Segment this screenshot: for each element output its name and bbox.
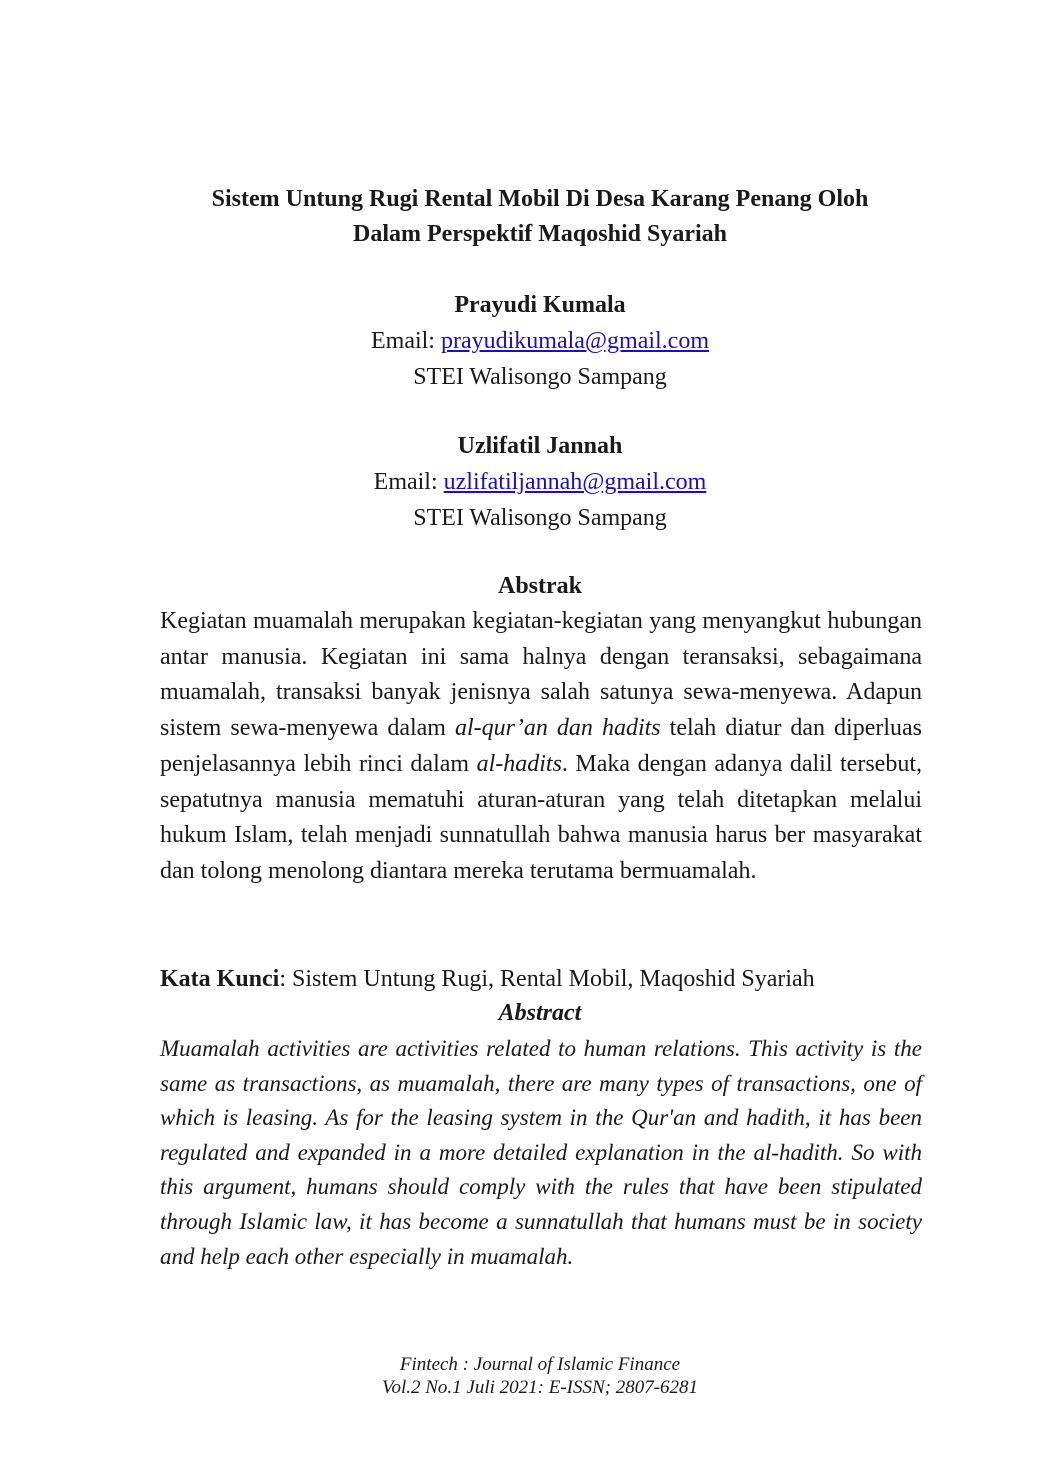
abstrak-italic-1: al-qur’an dan hadits [455,715,661,742]
abstrak-text-1: Kegiatan muamalah merupakan kegiatan-keg… [160,608,922,742]
abstrak-heading: Abstrak [497,573,582,599]
journal-issue: Vol.2 No.1 Juli 2021: E-ISSN; 2807-6281 [381,1377,699,1398]
author-email-link[interactable]: uzlifatiljannah@gmail.com [443,469,707,495]
abstrak-italic-2: al-hadits [476,750,562,777]
author-block-2: Uzlifatil Jannah Email: uzlifatiljannah@… [140,428,940,536]
paper-title: Sistem Untung Rugi Rental Mobil Di Desa … [140,182,940,252]
email-label: Email: [373,469,444,495]
abstract-paragraph: Muamalah activities are activities relat… [160,1036,922,1269]
abstrak-text-2: telah diatur dan diperluas penjelasannya… [160,715,922,777]
email-label: Email: [370,328,441,354]
paper-title-line-1: Sistem Untung Rugi Rental Mobil Di Desa … [211,186,869,212]
paper-title-line-2: Dalam Perspektif Maqoshid Syariah [352,221,727,247]
abstract-heading: Abstract [498,1000,582,1026]
author-email-line: Email: prayudikumala@gmail.com [140,323,940,359]
author-block-1: Prayudi Kumala Email: prayudikumala@gmai… [140,287,940,395]
abstrak-text-3: . Maka dengan adanya dalil tersebut, sep… [160,750,922,884]
author-affiliation: STEI Walisongo Sampang [413,364,667,390]
author-email-line: Email: uzlifatiljannah@gmail.com [140,464,940,500]
author-email-link[interactable]: prayudikumala@gmail.com [440,328,709,354]
keywords-text: : Sistem Untung Rugi, Rental Mobil, Maqo… [279,966,815,992]
keywords-line: Kata Kunci: Sistem Untung Rugi, Rental M… [160,962,922,997]
journal-name: Fintech : Journal of Islamic Finance [399,1354,681,1375]
keywords-label: Kata Kunci [160,966,280,992]
author-name: Uzlifatil Jannah [457,433,623,459]
journal-footer: Fintech : Journal of Islamic Finance Vol… [240,1353,840,1399]
author-affiliation: STEI Walisongo Sampang [413,505,667,531]
abstrak-paragraph: Kegiatan muamalah merupakan kegiatan-keg… [160,604,922,890]
author-name: Prayudi Kumala [454,292,626,318]
